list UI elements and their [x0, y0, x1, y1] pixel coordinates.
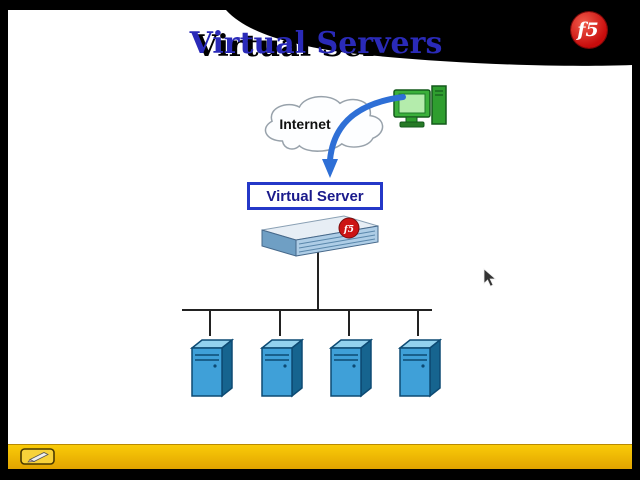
presenter-bottom-bar — [8, 444, 632, 469]
slide-title: Virtual Servers — [189, 26, 443, 61]
internet-cloud-icon — [264, 95, 384, 152]
virtual-server-label: Virtual Server — [266, 187, 364, 205]
server-tower — [259, 338, 305, 398]
f5-ball-text: f5 — [343, 225, 354, 235]
virtual-server-box: Virtual Server — [247, 182, 383, 210]
f5-logo-text: f5 — [577, 18, 599, 41]
f5-ball-icon — [338, 217, 360, 239]
bigip-appliance-icon: f5 — [261, 215, 379, 257]
annotation-pen-icon[interactable] — [20, 448, 56, 465]
server-tower — [189, 338, 235, 398]
traffic-arrow-icon — [322, 94, 406, 178]
server-tower — [397, 338, 443, 398]
client-workstation-icon — [393, 85, 447, 128]
f5-logo-icon: f5 — [571, 12, 607, 48]
mouse-cursor-icon — [483, 268, 497, 287]
server-tower — [328, 338, 374, 398]
internet-label: Internet — [279, 116, 331, 132]
